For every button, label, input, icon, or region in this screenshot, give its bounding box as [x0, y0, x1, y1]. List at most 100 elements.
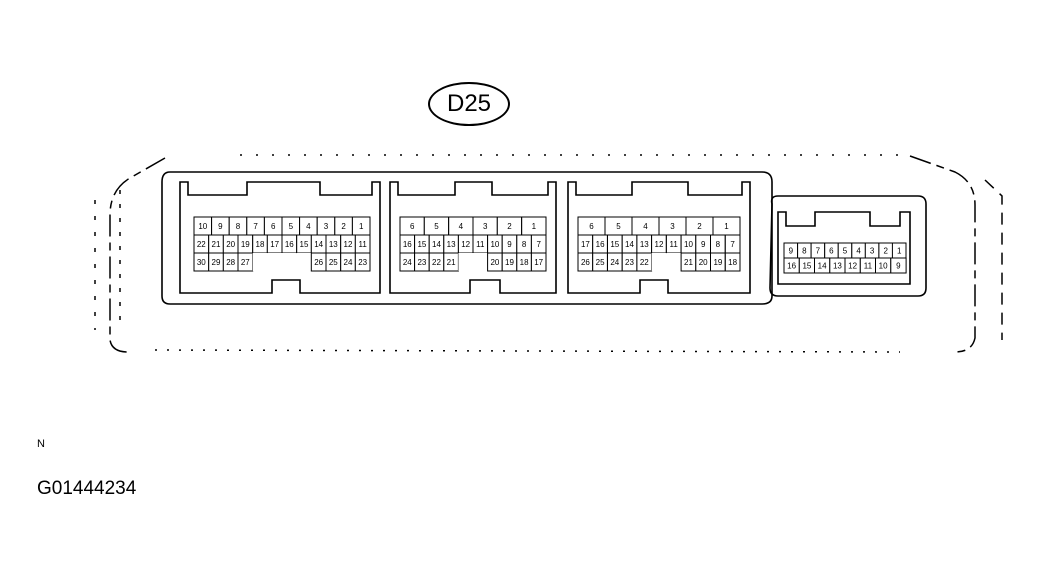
- pin-number: 2: [507, 222, 512, 231]
- pin-number: 24: [610, 258, 619, 267]
- pin-number: 3: [870, 247, 875, 256]
- pin-number: 3: [324, 222, 329, 231]
- pin-number: 4: [643, 222, 648, 231]
- pin-number: 21: [684, 258, 693, 267]
- pin-number: 14: [432, 240, 441, 249]
- pin-number: 14: [625, 240, 634, 249]
- pin-number: 4: [306, 222, 311, 231]
- pin-number: 25: [329, 258, 338, 267]
- cavity-block-3: [567, 181, 751, 294]
- pin-number: 19: [241, 240, 250, 249]
- pin-number: 15: [610, 240, 619, 249]
- pin-number: 16: [596, 240, 605, 249]
- connector-shell-small: [769, 195, 927, 297]
- pin-number: 16: [787, 262, 796, 271]
- cavity-block-2: [389, 181, 557, 294]
- cavity-block-1: [179, 181, 381, 294]
- pin-number: 17: [534, 258, 543, 267]
- ecu-housing: [94, 154, 1003, 353]
- pin-number: 9: [896, 262, 901, 271]
- pin-number: 1: [724, 222, 729, 231]
- pin-number: 22: [432, 258, 441, 267]
- pin-number: 9: [701, 240, 706, 249]
- pin-number: 5: [289, 222, 294, 231]
- figure-code: G01444234: [37, 478, 137, 499]
- pin-number: 22: [640, 258, 649, 267]
- pin-number: 26: [314, 258, 323, 267]
- pin-number: 23: [358, 258, 367, 267]
- pin-number: 7: [536, 240, 541, 249]
- pin-number: 15: [802, 262, 811, 271]
- pin-number: 10: [684, 240, 693, 249]
- pin-number: 12: [848, 262, 857, 271]
- pin-blank: [267, 253, 282, 271]
- pin-number: 6: [271, 222, 276, 231]
- pin-number: 26: [581, 258, 590, 267]
- pin-blank: [458, 253, 473, 271]
- pin-number: 18: [520, 258, 529, 267]
- pin-number: 13: [447, 240, 456, 249]
- pin-number: 13: [329, 240, 338, 249]
- pin-number: 27: [241, 258, 250, 267]
- pin-number: 3: [670, 222, 675, 231]
- pin-blank: [651, 253, 667, 271]
- pin-number: 3: [483, 222, 488, 231]
- pin-number: 2: [697, 222, 702, 231]
- pin-blank: [296, 253, 312, 271]
- pin-number: 8: [802, 247, 807, 256]
- pin-blank: [473, 253, 488, 271]
- connector-label: D25: [428, 82, 510, 126]
- pin-number: 29: [212, 258, 221, 267]
- pin-number: 8: [716, 240, 721, 249]
- pin-cell: [724, 252, 741, 272]
- pin-number: 5: [434, 222, 439, 231]
- pin-number: 12: [344, 240, 353, 249]
- connector-shell: [161, 171, 773, 305]
- pin-number: 18: [728, 258, 737, 267]
- pin-number: 30: [197, 258, 206, 267]
- pin-number: 24: [344, 258, 353, 267]
- pin-number: 17: [581, 240, 590, 249]
- pin-number: 22: [197, 240, 206, 249]
- pin-number: 8: [236, 222, 241, 231]
- pin-cell: [530, 252, 547, 272]
- pin-number: 11: [864, 262, 873, 271]
- pin-number: 7: [816, 247, 821, 256]
- pin-number: 20: [226, 240, 235, 249]
- pin-number: 7: [730, 240, 735, 249]
- pin-number: 6: [829, 247, 834, 256]
- pin-number: 19: [505, 258, 514, 267]
- pin-number: 23: [417, 258, 426, 267]
- pin-number: 6: [410, 222, 415, 231]
- pin-number: 6: [589, 222, 594, 231]
- pin-number: 21: [212, 240, 221, 249]
- pin-number: 13: [833, 262, 842, 271]
- north-marker: N: [37, 438, 45, 450]
- pin-number: 2: [883, 247, 888, 256]
- pin-number: 15: [300, 240, 309, 249]
- pin-number: 7: [253, 222, 258, 231]
- pin-number: 8: [522, 240, 527, 249]
- pin-cell: [354, 252, 371, 272]
- pin-number: 1: [532, 222, 537, 231]
- pin-number: 14: [818, 262, 827, 271]
- pin-number: 17: [270, 240, 279, 249]
- pin-number: 18: [256, 240, 265, 249]
- pin-number: 19: [713, 258, 722, 267]
- pin-number: 9: [789, 247, 794, 256]
- pin-number: 10: [879, 262, 888, 271]
- pin-number: 10: [490, 240, 499, 249]
- pin-number: 24: [403, 258, 412, 267]
- pin-number: 9: [507, 240, 512, 249]
- pin-blank: [252, 253, 268, 271]
- pin-number: 11: [476, 240, 485, 249]
- pin-number: 9: [218, 222, 223, 231]
- pin-number: 23: [625, 258, 634, 267]
- pin-blank: [666, 253, 682, 271]
- pin-blank: [282, 253, 297, 271]
- pin-number: 5: [616, 222, 621, 231]
